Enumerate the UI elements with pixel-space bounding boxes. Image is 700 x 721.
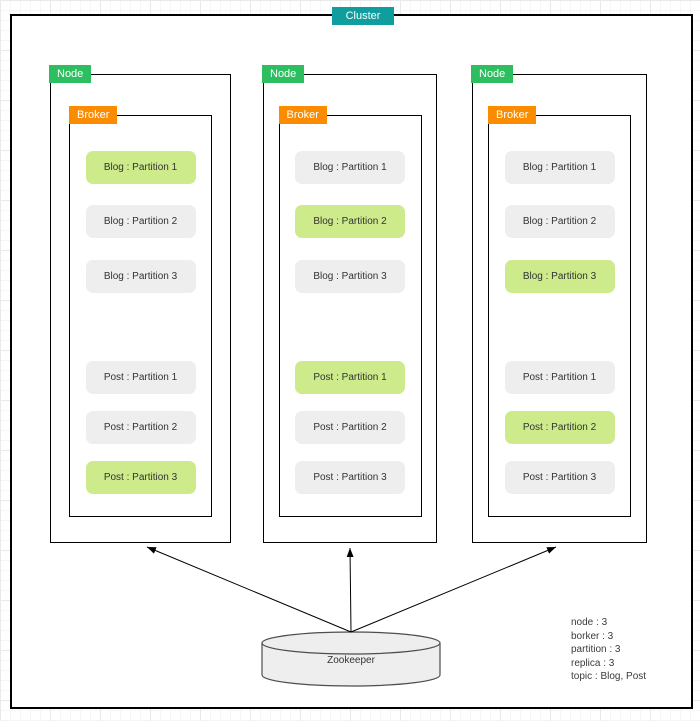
partition-box: Blog : Partition 2 <box>504 205 615 238</box>
broker-label-badge: Broker <box>69 106 118 124</box>
partition-box-highlighted: Post : Partition 1 <box>295 361 405 394</box>
cluster-label-badge: Cluster <box>332 7 394 25</box>
cluster-container: Node Broker Blog : Partition 1 Blog : Par… <box>10 14 693 709</box>
broker-container: Broker Blog : Partition 1 Blog : Partitio… <box>488 106 631 517</box>
node-container-2: Node Broker Blog : Partition 1 Blog : Par… <box>262 65 437 543</box>
partition-box-highlighted: Post : Partition 3 <box>85 461 196 494</box>
cylinder-body <box>261 643 441 687</box>
partition-box-highlighted: Blog : Partition 2 <box>295 205 405 238</box>
node-container-3: Node Broker Blog : Partition 1 Blog : Par… <box>471 65 647 543</box>
annotation-line: partition : 3 <box>571 644 621 655</box>
zookeeper-cylinder <box>261 631 441 687</box>
partition-box-highlighted: Blog : Partition 1 <box>85 151 196 184</box>
partition-box-highlighted: Post : Partition 2 <box>504 411 615 444</box>
partition-box: Post : Partition 2 <box>295 411 405 444</box>
partition-box: Blog : Partition 3 <box>295 260 405 293</box>
partition-box: Blog : Partition 1 <box>295 151 405 184</box>
annotation-line: topic : Blog, Post <box>571 671 647 682</box>
broker-label-badge: Broker <box>488 106 537 124</box>
annotation-line: borker : 3 <box>571 630 614 642</box>
summary-annotation: node : 3 borker : 3 partition : 3 replic… <box>571 616 646 684</box>
annotation-line: node : 3 <box>571 617 608 628</box>
node-label-badge: Node <box>49 65 92 83</box>
partition-box: Post : Partition 3 <box>504 461 615 494</box>
broker-container: Broker Blog : Partition 1 Blog : Partitio… <box>69 106 212 517</box>
partition-box: Post : Partition 1 <box>85 361 196 394</box>
partition-box: Blog : Partition 3 <box>85 260 196 293</box>
cylinder-top <box>261 631 441 655</box>
node-label-badge: Node <box>262 65 305 83</box>
annotation-line: replica : 3 <box>571 657 615 669</box>
node-label-badge: Node <box>471 65 514 83</box>
partition-box: Post : Partition 3 <box>295 461 405 494</box>
partition-box-highlighted: Blog : Partition 3 <box>504 260 615 293</box>
node-container-1: Node Broker Blog : Partition 1 Blog : Par… <box>49 65 231 543</box>
partition-box: Blog : Partition 2 <box>85 205 196 238</box>
partition-box: Post : Partition 2 <box>85 411 196 444</box>
broker-label-badge: Broker <box>278 106 327 124</box>
partition-box: Post : Partition 1 <box>504 361 615 394</box>
broker-container: Broker Blog : Partition 1 Blog : Partitio… <box>278 106 422 517</box>
zookeeper-label: Zookeeper <box>327 655 375 666</box>
partition-box: Blog : Partition 1 <box>504 151 615 184</box>
